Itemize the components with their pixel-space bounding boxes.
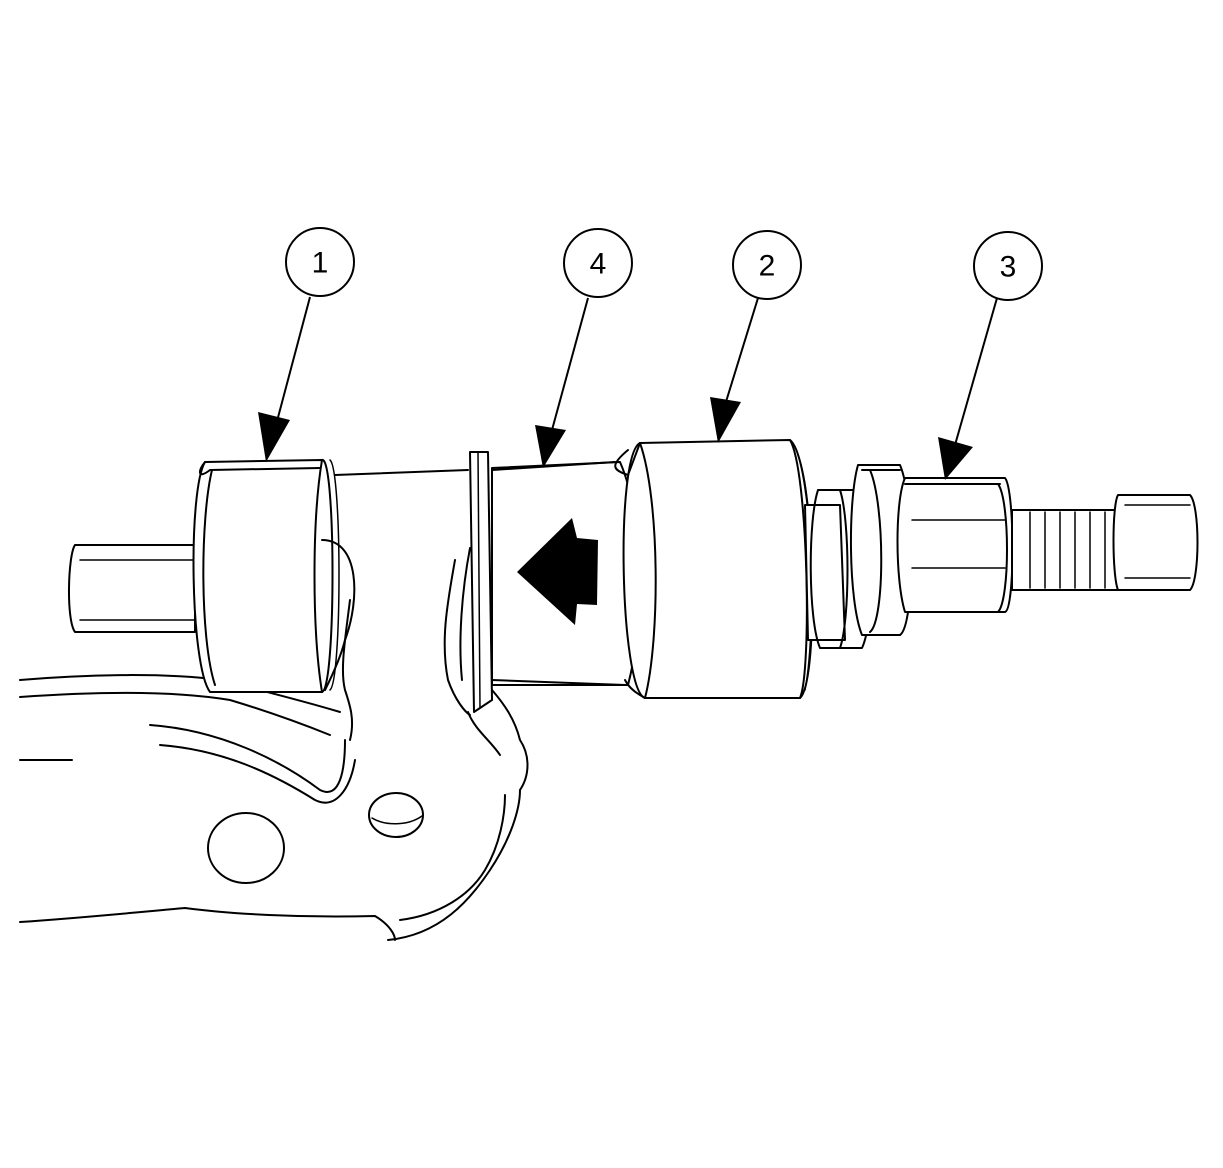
- callout-3: 3: [973, 231, 1043, 301]
- left-shaft: [68, 544, 196, 633]
- control-arm: [19, 547, 529, 941]
- receiver-body-2: [614, 439, 814, 699]
- leader-1: [258, 296, 311, 462]
- callout-2-label: 2: [759, 250, 776, 283]
- leader-4: [535, 297, 589, 468]
- bolt-hole-large: [207, 812, 285, 884]
- left-arrow-icon: [517, 518, 598, 625]
- receiver-cup-1: [192, 458, 340, 693]
- leader-3: [938, 297, 998, 480]
- callout-1: 1: [285, 227, 355, 297]
- bracket-flange: [469, 451, 493, 713]
- callout-1-label: 1: [312, 247, 329, 280]
- callout-3-label: 3: [1000, 251, 1017, 284]
- forcing-screw-3: [896, 477, 1014, 613]
- callout-4-label: 4: [590, 248, 607, 281]
- hex-head: [1112, 494, 1199, 591]
- callout-4: 4: [563, 228, 633, 298]
- bushing-sleeve: [321, 469, 469, 741]
- callout-2: 2: [732, 230, 802, 300]
- spacer-stack: [804, 464, 913, 649]
- leader-2: [710, 297, 759, 443]
- bolt-hole-small: [368, 792, 424, 838]
- threaded-rod: [1011, 509, 1121, 591]
